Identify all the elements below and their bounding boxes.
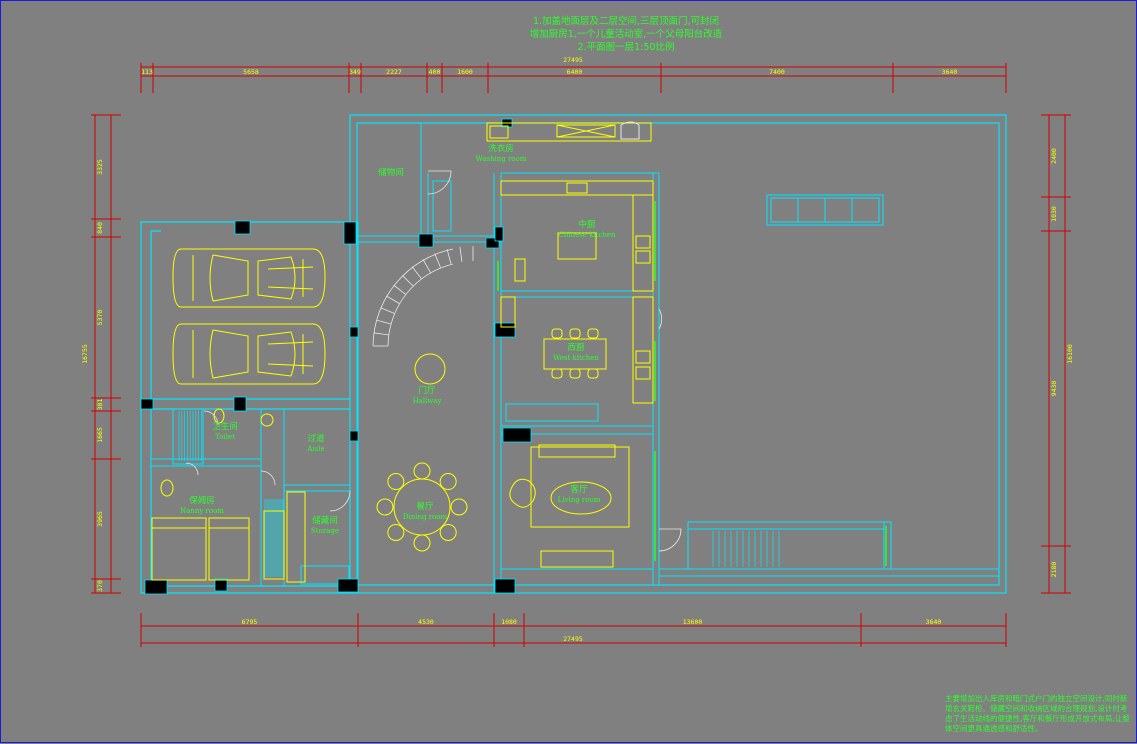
room-name-en: Nanny room xyxy=(180,507,224,515)
stool xyxy=(551,368,563,379)
bottom-dimension-label: 6795 xyxy=(242,618,258,626)
dining-chair xyxy=(413,534,431,552)
dining-chair xyxy=(413,462,431,480)
room-name-en: West kitchen xyxy=(553,354,599,362)
room-name-en: Storage xyxy=(311,527,339,535)
dining-chair xyxy=(376,498,394,516)
room-name-cn: 保姆房 xyxy=(189,495,215,506)
top-note-line-3: 2.平面图一层1:50比例 xyxy=(577,42,675,53)
room-name-cn: 储物间 xyxy=(378,167,404,178)
bottom-total-dimension: 27495 xyxy=(563,635,583,643)
furniture xyxy=(151,121,884,583)
left-dimension-label: 370 xyxy=(96,580,104,592)
stool xyxy=(587,368,599,379)
room-name-cn: 洗衣房 xyxy=(488,143,514,154)
stool xyxy=(551,328,563,339)
top-dimension-label: 3640 xyxy=(942,68,958,76)
right-dimension-label: 1030 xyxy=(1050,206,1058,222)
top-total-dimension: 27495 xyxy=(563,56,583,64)
bottom-dimension-label: 3640 xyxy=(926,618,942,626)
left-dimension-label: 381 xyxy=(96,399,104,411)
room-label-pantry: 储物间 xyxy=(378,167,404,178)
room-name-en: Hallway xyxy=(413,397,442,405)
steps xyxy=(178,411,780,577)
top-notes: 1.加盖地面层及二层空间,三层顶面门,可封闭 增加厨房1,一个儿童活动室,一个父… xyxy=(521,15,731,54)
room-name-en: Aisle xyxy=(306,445,324,453)
window-frames xyxy=(497,201,887,566)
dining-chair xyxy=(387,523,405,541)
room-name-en: Toilet xyxy=(215,433,235,441)
bottom-dimension-label: 4530 xyxy=(418,618,434,626)
left-dimension-group xyxy=(91,114,121,594)
cars xyxy=(172,248,326,385)
room-name-en: Chinese kitchen xyxy=(558,231,616,239)
dining-chair xyxy=(450,498,468,516)
right-dimension-label: 2400 xyxy=(1050,148,1058,164)
room-name-cn: 卫生间 xyxy=(212,421,238,432)
room-name-en: Washing room xyxy=(476,155,527,163)
left-dimension-label: 1665 xyxy=(96,427,104,443)
bottom-dimension-group xyxy=(140,613,1007,647)
room-name-cn: 客厅 xyxy=(570,484,588,495)
left-dimension-label: 840 xyxy=(96,222,104,234)
left-dimension-label: 5370 xyxy=(96,310,104,326)
room-name-cn: 储藏间 xyxy=(312,515,338,526)
bottom-dimension-label: 13600 xyxy=(683,618,703,626)
dimension-text: 113 5658 349 2227 400 1600 6400 7400 3640 27495 67… xyxy=(81,56,1074,643)
bottom-dimension-label: 1080 xyxy=(501,618,517,626)
top-dimension-label: 1600 xyxy=(457,68,473,76)
left-dimension-label: 3325 xyxy=(96,159,104,175)
top-note-line-1: 1.加盖地面层及二层空间,三层顶面门,可封闭 xyxy=(532,16,720,27)
dining-chair xyxy=(387,473,405,491)
top-dimension-label: 6400 xyxy=(567,68,583,76)
room-name-cn: 过道 xyxy=(307,433,325,444)
stool xyxy=(569,368,581,379)
right-total-dimension: 16100 xyxy=(1066,344,1074,364)
top-dimension-label: 349 xyxy=(349,68,361,76)
room-name-cn: 中厨 xyxy=(578,219,596,230)
top-dimension-label: 7400 xyxy=(769,68,785,76)
dining-chair xyxy=(439,473,457,491)
top-dimension-label: 400 xyxy=(429,68,441,76)
right-dimension-group xyxy=(1041,114,1071,594)
left-total-dimension: 16755 xyxy=(81,344,89,364)
room-name-cn: 餐厅 xyxy=(416,502,434,512)
left-dimension-label: 3965 xyxy=(96,511,104,527)
stool xyxy=(569,328,581,339)
spiral-staircase xyxy=(372,246,474,347)
top-dimension-label: 5658 xyxy=(243,68,259,76)
right-dimension-label: 9430 xyxy=(1050,381,1058,397)
top-dimension-label: 2227 xyxy=(386,68,402,76)
room-name-en: Dining room xyxy=(403,513,448,521)
top-note-line-2: 增加厨房1,一个儿童活动室,一个父母阳台改造 xyxy=(529,29,723,40)
room-name-en: Living room xyxy=(558,496,601,504)
stool xyxy=(587,328,599,339)
top-dimension-label: 113 xyxy=(141,68,153,76)
room-name-cn: 门厅 xyxy=(418,385,436,396)
room-name-cn: 西厨 xyxy=(567,343,585,353)
doors xyxy=(185,170,682,552)
top-dimension-group xyxy=(140,63,1007,93)
right-dimension-label: 2180 xyxy=(1050,562,1058,578)
bottom-note: 主要增加出入库房和暗门式户门的独立空间设计,同时新增玄关鞋柜、储藏空间和收纳区域… xyxy=(945,694,1130,733)
dining-chair xyxy=(439,523,457,541)
